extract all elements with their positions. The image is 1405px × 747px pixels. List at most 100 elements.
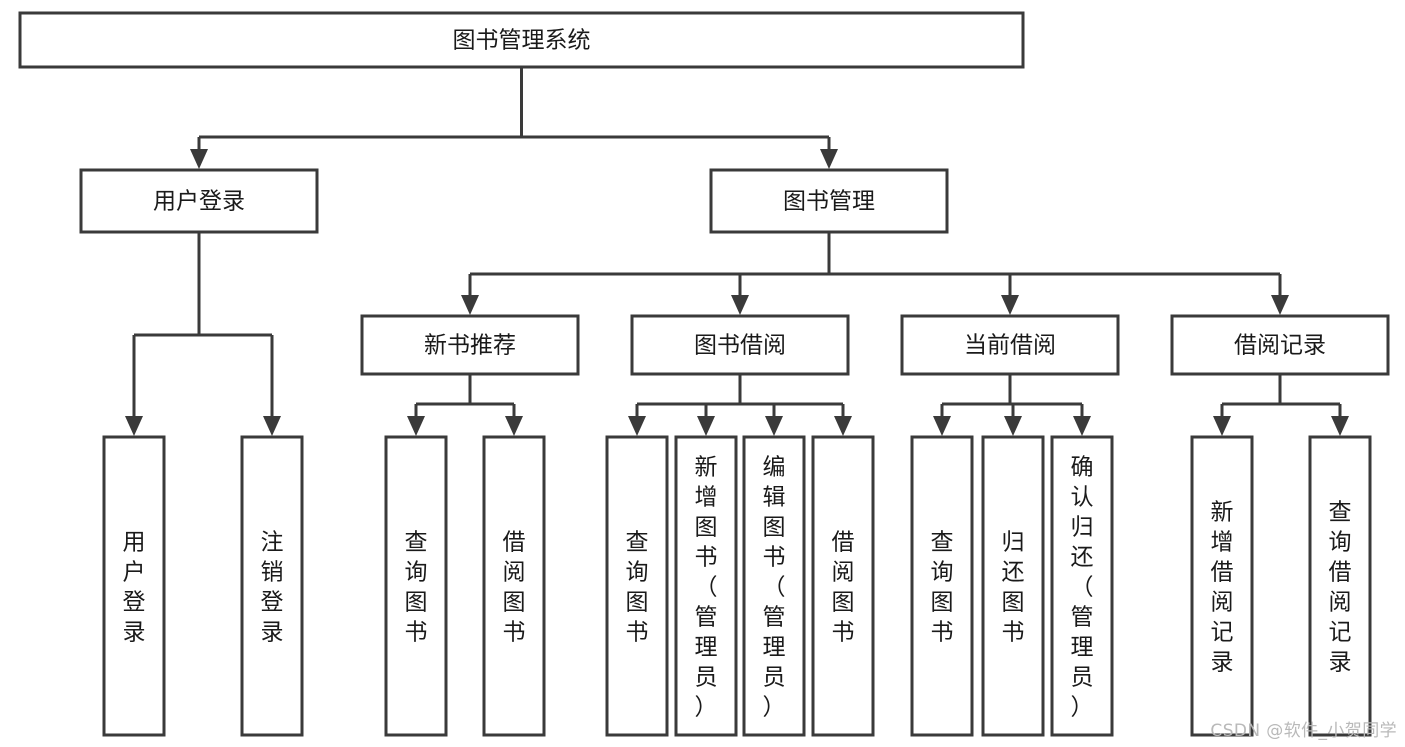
node-box[interactable] (79, 168, 319, 234)
node-l3_1[interactable]: 图书借阅 (630, 314, 850, 376)
node-label-char: 记 (1211, 619, 1234, 645)
arrow-head (125, 416, 143, 436)
node-root[interactable]: 图书管理系统 (18, 11, 1025, 69)
node-label-char: 图 (763, 514, 786, 540)
node-label-char: 图 (503, 589, 526, 615)
arrow-head (731, 295, 749, 315)
node-label-char: 管 (695, 604, 718, 630)
node-label-char: 员 (1071, 664, 1094, 690)
node-box[interactable] (910, 435, 974, 737)
node-leaf_0[interactable]: 用户登录 (102, 435, 166, 737)
node-l3_3[interactable]: 借阅记录 (1170, 314, 1390, 376)
node-box[interactable] (674, 435, 738, 737)
node-label-char: 借 (832, 529, 855, 555)
node-label-char: 员 (763, 664, 786, 690)
node-box[interactable] (1190, 435, 1254, 737)
node-l2_1[interactable]: 图书管理 (709, 168, 949, 234)
node-l3_0[interactable]: 新书推荐 (360, 314, 580, 376)
node-label-char: 阅 (503, 559, 526, 585)
node-label-char: （ (763, 574, 786, 600)
node-label-char: 图 (626, 589, 649, 615)
node-label: 借阅记录 (1234, 333, 1326, 359)
node-label: 用户登录 (153, 189, 245, 215)
node-label-char: 户 (123, 559, 146, 585)
node-box[interactable] (1050, 435, 1114, 737)
node-label: 新书推荐 (424, 333, 516, 359)
node-label: 图书管理 (783, 189, 875, 215)
node-box[interactable] (1170, 314, 1390, 376)
node-label-char: 图 (832, 589, 855, 615)
arrow-head (1004, 416, 1022, 436)
node-label-char: 还 (1002, 559, 1025, 585)
node-label-char: 询 (405, 559, 428, 585)
node-l2_0[interactable]: 用户登录 (79, 168, 319, 234)
arrow-head (834, 416, 852, 436)
node-label-char: 录 (123, 619, 146, 645)
node-label-char: 书 (626, 619, 649, 645)
node-label-char: 理 (1071, 634, 1094, 660)
node-label-char: 图 (695, 514, 718, 540)
node-label-char: 借 (503, 529, 526, 555)
node-box[interactable] (811, 435, 875, 737)
arrow-head (820, 149, 838, 169)
node-box[interactable] (102, 435, 166, 737)
node-label-char: 阅 (832, 559, 855, 585)
node-label-char: 新 (695, 454, 718, 480)
node-label-char: 图 (405, 589, 428, 615)
node-box[interactable] (240, 435, 304, 737)
node-label-char: （ (1071, 574, 1094, 600)
node-layer: 图书管理系统用户登录图书管理新书推荐图书借阅当前借阅借阅记录用户登录注销登录查询… (18, 11, 1390, 737)
node-box[interactable] (605, 435, 669, 737)
node-label-char: 理 (695, 634, 718, 660)
node-box[interactable] (709, 168, 949, 234)
node-label-char: 登 (123, 589, 146, 615)
node-label-char: 管 (763, 604, 786, 630)
node-label-char: 询 (1329, 529, 1352, 555)
node-label-char: 辑 (763, 484, 786, 510)
arrow-head (263, 416, 281, 436)
node-label-char: 销 (261, 559, 284, 585)
node-box[interactable] (360, 314, 580, 376)
node-l3_2[interactable]: 当前借阅 (900, 314, 1120, 376)
node-box[interactable] (18, 11, 1025, 69)
node-label-char: 图 (1002, 589, 1025, 615)
arrow-head (1271, 295, 1289, 315)
arrow-head (1331, 416, 1349, 436)
arrow-head (765, 416, 783, 436)
node-label-char: 询 (626, 559, 649, 585)
node-label-char: 登 (261, 589, 284, 615)
node-label-char: 管 (1071, 604, 1094, 630)
node-box[interactable] (630, 314, 850, 376)
node-label-char: 注 (261, 529, 284, 555)
node-label-char: 图 (931, 589, 954, 615)
node-label: 当前借阅 (964, 333, 1056, 359)
node-box[interactable] (900, 314, 1120, 376)
node-box[interactable] (482, 435, 546, 737)
node-label-char: 认 (1071, 484, 1094, 510)
node-label-char: 书 (503, 619, 526, 645)
node-label-char: 新 (1211, 499, 1234, 525)
arrow-head (505, 416, 523, 436)
node-box[interactable] (1308, 435, 1372, 737)
node-box[interactable] (742, 435, 806, 737)
arrow-head (190, 149, 208, 169)
node-box[interactable] (981, 435, 1045, 737)
node-label-char: 书 (695, 544, 718, 570)
arrow-head (1213, 416, 1231, 436)
node-box[interactable] (384, 435, 448, 737)
arrow-head (1001, 295, 1019, 315)
